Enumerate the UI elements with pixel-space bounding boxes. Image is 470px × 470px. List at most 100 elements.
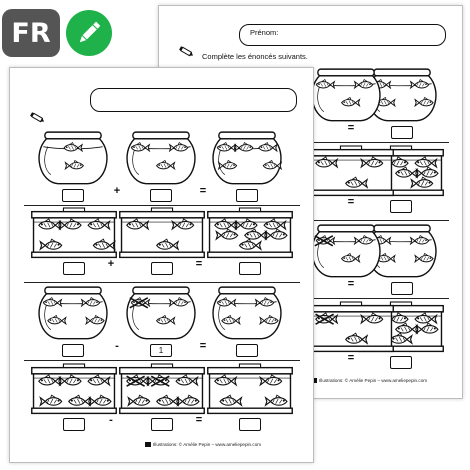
fish-icon (409, 234, 430, 246)
fish-icon (414, 96, 434, 108)
answer-box[interactable] (150, 189, 172, 202)
fish-icon (168, 141, 189, 153)
name-field[interactable] (90, 88, 297, 112)
operator-sign: + (113, 185, 121, 197)
credit-text: Illustrations: © Amélie Pepin – www.amel… (145, 442, 261, 448)
answer-box[interactable] (236, 189, 258, 202)
name-field[interactable]: Prénom: (239, 24, 446, 46)
cross-mark (315, 313, 334, 325)
equals-sign: = (199, 185, 207, 197)
operator-sign: - (109, 414, 113, 426)
aquarium-icon (308, 301, 394, 353)
fish-icon (395, 166, 419, 179)
fish-icon (127, 394, 151, 407)
equals-sign: = (195, 414, 203, 426)
fish-icon (410, 176, 434, 189)
row-divider (309, 220, 449, 221)
answer-box[interactable] (239, 262, 261, 275)
fish-icon (415, 322, 439, 335)
fish-icon (63, 141, 84, 153)
fish-icon (258, 141, 278, 153)
fish-icon (264, 228, 288, 241)
fishbowl-icon (126, 131, 196, 185)
aquarium-icon (207, 363, 293, 415)
fish-icon (415, 166, 439, 179)
fishbowl-icon (126, 286, 196, 340)
equals-sign: = (347, 278, 355, 290)
fish-icon (389, 332, 413, 345)
fish-icon (58, 218, 82, 231)
aquarium-icon (31, 207, 117, 259)
edit-button[interactable] (66, 10, 112, 56)
row-divider (309, 142, 449, 143)
row-divider (24, 360, 300, 361)
answer-box[interactable] (62, 344, 84, 357)
fish-icon (353, 78, 374, 90)
fish-icon (216, 296, 237, 308)
answer-box[interactable]: 1 (150, 344, 172, 357)
fish-icon (238, 238, 262, 251)
fishbowl-icon (212, 286, 282, 340)
fish-icon (126, 218, 150, 231)
answer-box[interactable] (239, 418, 261, 431)
operator-sign: - (115, 340, 119, 352)
answer-box[interactable] (62, 189, 84, 202)
fish-icon (80, 296, 101, 308)
answer-box[interactable] (151, 262, 173, 275)
fish-icon (234, 141, 254, 153)
fish-icon (176, 394, 200, 407)
fishbowl-icon (311, 224, 381, 278)
fish-icon (88, 394, 112, 407)
fish-icon (262, 159, 283, 171)
fish-icon (64, 159, 84, 171)
fish-icon (171, 218, 195, 231)
fish-icon (215, 228, 239, 241)
fish-icon (39, 394, 63, 407)
fish-icon (214, 218, 238, 231)
fish-icon (376, 252, 396, 264)
fish-icon (395, 322, 419, 335)
answer-box[interactable] (390, 356, 412, 369)
answer-box[interactable] (151, 418, 173, 431)
fish-icon (47, 314, 67, 326)
fish-icon (216, 141, 237, 153)
answer-box[interactable] (63, 418, 85, 431)
fish-icon (414, 252, 434, 264)
fish-icon (87, 374, 111, 387)
cross-mark (129, 297, 149, 309)
pencil-icon (79, 21, 101, 43)
fish-icon (345, 332, 369, 345)
fish-icon (360, 312, 384, 325)
fish-icon (38, 374, 62, 387)
equals-sign: = (347, 122, 355, 134)
fish-icon (264, 394, 288, 407)
aquarium-icon (31, 363, 117, 415)
answer-box[interactable] (63, 262, 85, 275)
answer-box[interactable] (390, 200, 412, 213)
answer-box[interactable] (236, 344, 258, 357)
fish-icon (156, 394, 180, 407)
fish-icon (353, 234, 374, 246)
pencil-icon (30, 112, 45, 123)
pencil-icon (179, 46, 194, 57)
aquarium-icon (308, 145, 394, 197)
answer-box[interactable] (391, 282, 413, 295)
fishbowl-icon (212, 131, 283, 185)
fish-icon (345, 176, 369, 189)
row-divider (24, 282, 300, 283)
aquarium-icon (207, 207, 293, 259)
row-divider (309, 298, 449, 299)
fish-icon (92, 238, 116, 251)
fish-icon (259, 314, 279, 326)
equals-sign: = (347, 196, 355, 208)
fish-icon (130, 141, 151, 153)
fish-icon (221, 314, 241, 326)
fish-icon (155, 159, 176, 171)
name-label: Prénom: (250, 28, 279, 37)
equals-sign: = (347, 352, 355, 364)
fish-icon (315, 78, 336, 90)
fish-icon (340, 96, 361, 108)
language-badge[interactable]: FR (2, 9, 60, 57)
fish-icon (175, 374, 199, 387)
answer-box[interactable] (391, 126, 413, 139)
